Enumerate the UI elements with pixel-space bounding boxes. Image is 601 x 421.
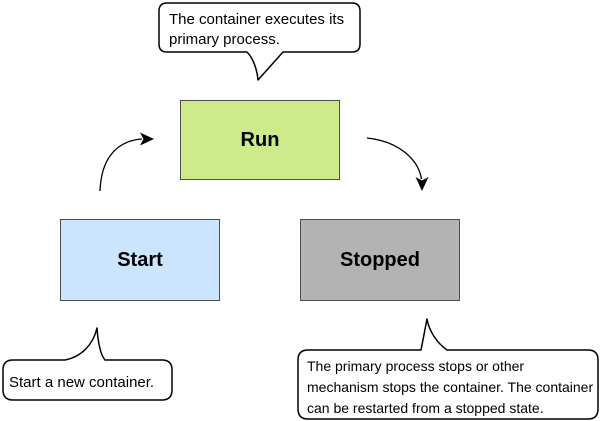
arrow-start-to-run-shaft [99, 138, 143, 192]
callout-start-note-text: Start a new container. [9, 374, 155, 391]
state-node-stopped-label: Stopped [340, 248, 420, 271]
state-node-run-label: Run [240, 128, 280, 151]
state-node-start: Start [60, 219, 220, 301]
state-node-run: Run [180, 100, 340, 180]
state-node-stopped: Stopped [300, 219, 460, 301]
callout-stopped-note-bubble [297, 318, 599, 420]
callout-stopped-note-text: The primary process stops or other mecha… [307, 358, 594, 416]
callout-run-note-bubble [158, 2, 361, 81]
arrow-run-to-stopped [366, 137, 429, 191]
arrow-start-to-run [99, 132, 154, 192]
arrow-start-to-run-head [140, 132, 154, 146]
callout-start-note-bubble [2, 327, 173, 401]
arrow-run-to-stopped-shaft [366, 137, 423, 180]
state-node-start-label: Start [117, 248, 163, 271]
callout-run-note-text: The container executes its primary proce… [169, 11, 345, 48]
arrow-run-to-stopped-head [415, 177, 429, 191]
